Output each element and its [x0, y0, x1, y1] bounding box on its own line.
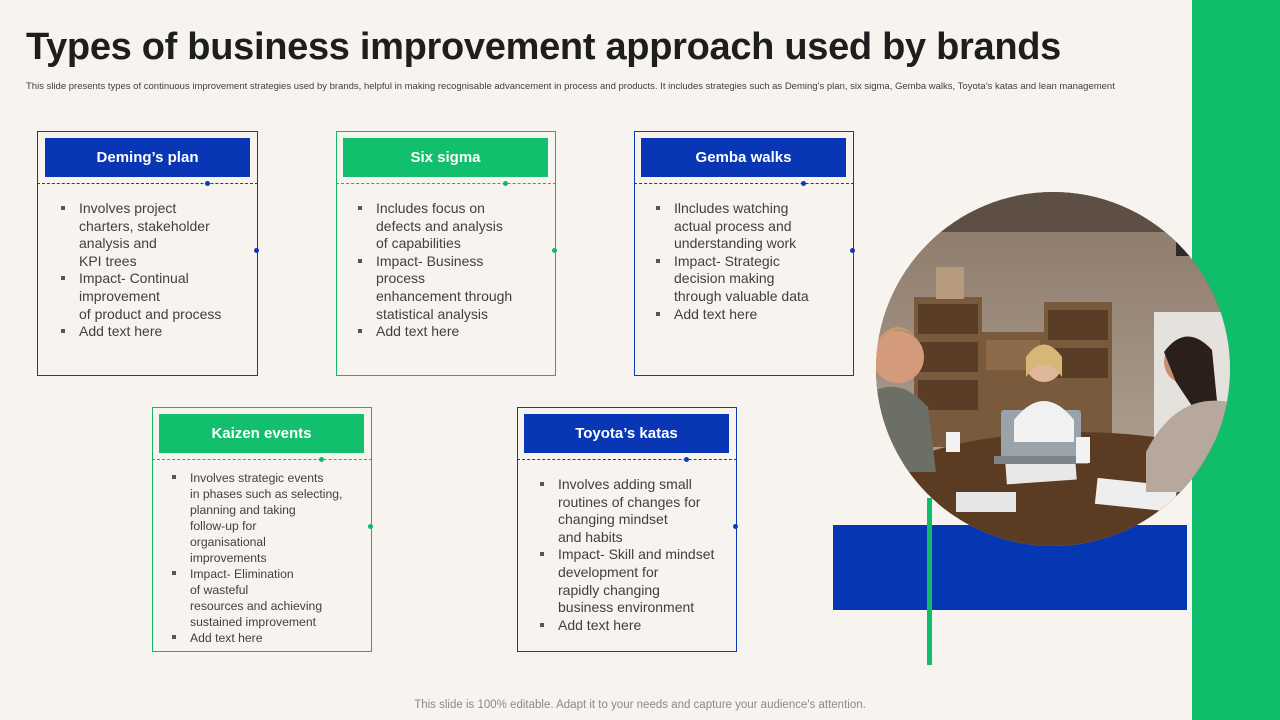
- list-item: Impact- Elimination of wasteful resource…: [172, 566, 367, 630]
- list-item: Involves adding small routines of change…: [540, 476, 736, 546]
- card-toyotas-katas: Toyota’s katas Involves adding small rou…: [517, 407, 738, 652]
- card-six-sigma: Six sigma Includes focus on defects and …: [336, 131, 557, 376]
- connector-dot: [503, 181, 508, 186]
- connector-dot: [684, 457, 689, 462]
- card-points: Ilncludes watching actual process and un…: [656, 200, 851, 323]
- connector-dot: [319, 457, 324, 462]
- list-item: Add text here: [540, 617, 736, 635]
- connector-dot: [850, 248, 855, 253]
- card-header: Gemba walks: [641, 138, 846, 177]
- card-gemba-walks: Gemba walks Ilncludes watching actual pr…: [634, 131, 855, 376]
- meeting-illustration: [876, 192, 1230, 546]
- list-item: Impact- Strategic decision making throug…: [656, 253, 851, 306]
- list-item: Impact- Business process enhancement thr…: [358, 253, 553, 323]
- connector-dot: [368, 524, 373, 529]
- list-item: Involves strategic events in phases such…: [172, 470, 367, 566]
- page-subtitle: This slide presents types of continuous …: [26, 81, 1115, 92]
- card-header-frame: [152, 407, 372, 460]
- card-header: Deming’s plan: [45, 138, 250, 177]
- connector-dot: [254, 248, 259, 253]
- card-header: Toyota’s katas: [524, 414, 729, 453]
- list-item: Impact- Continual improvement of product…: [61, 270, 256, 323]
- list-item: Involves project charters, stakeholder a…: [61, 200, 256, 270]
- footer-note: This slide is 100% editable. Adapt it to…: [414, 699, 866, 711]
- card-points: Involves strategic events in phases such…: [172, 470, 367, 646]
- connector-dot: [552, 248, 557, 253]
- card-demings-plan: Deming’s plan Involves project charters,…: [37, 131, 259, 376]
- list-item: Add text here: [358, 323, 553, 341]
- card-points: Involves adding small routines of change…: [540, 476, 736, 634]
- list-item: Includes focus on defects and analysis o…: [358, 200, 553, 253]
- card-header-frame: [336, 131, 556, 184]
- decorative-green-line: [927, 498, 932, 665]
- card-kaizen-events: Kaizen events Involves strategic events …: [152, 407, 373, 652]
- card-points: Involves project charters, stakeholder a…: [61, 200, 256, 341]
- card-header-frame: [634, 131, 854, 184]
- list-item: Ilncludes watching actual process and un…: [656, 200, 851, 253]
- connector-dot: [801, 181, 806, 186]
- list-item: Add text here: [172, 630, 367, 646]
- card-header: Kaizen events: [159, 414, 364, 453]
- page-title: Types of business improvement approach u…: [26, 26, 1061, 68]
- card-points: Includes focus on defects and analysis o…: [358, 200, 553, 341]
- connector-dot: [205, 181, 210, 186]
- connector-dot: [733, 524, 738, 529]
- card-header-frame: [37, 131, 258, 184]
- list-item: Impact- Skill and mindset development fo…: [540, 546, 736, 616]
- card-header: Six sigma: [343, 138, 548, 177]
- list-item: Add text here: [656, 306, 851, 324]
- team-meeting-photo: [876, 192, 1230, 546]
- card-header-frame: [517, 407, 737, 460]
- list-item: Add text here: [61, 323, 256, 341]
